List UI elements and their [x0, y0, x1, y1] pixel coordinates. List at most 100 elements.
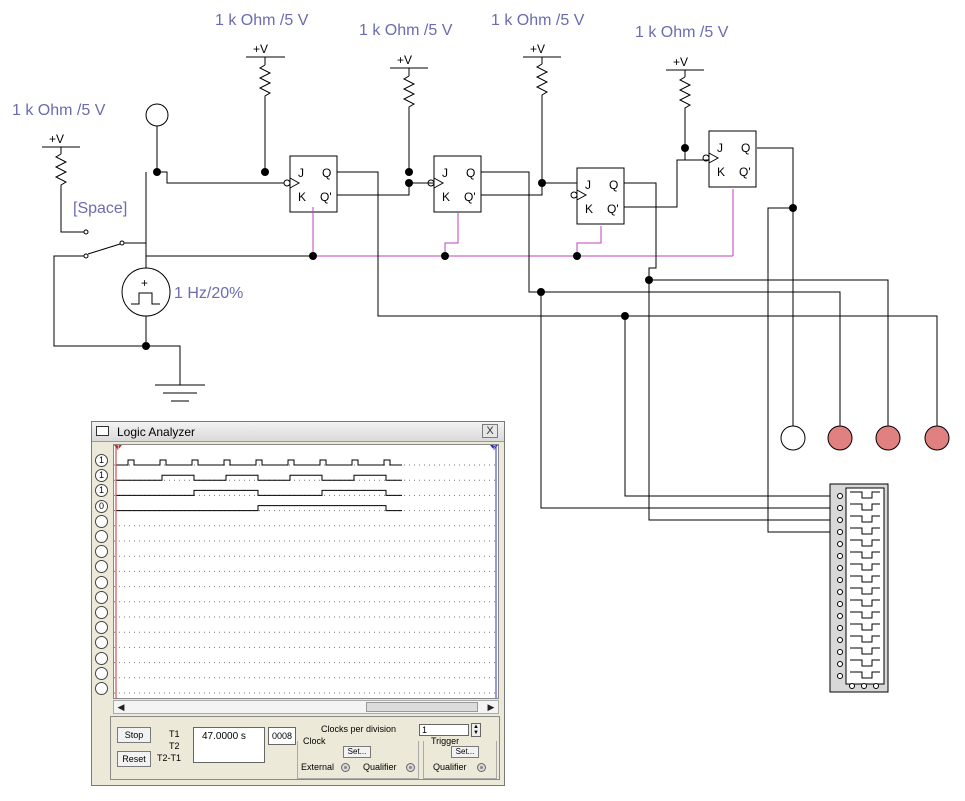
analyzer-input-pin[interactable]: [837, 505, 843, 511]
analyzer-input-pin[interactable]: [837, 529, 843, 535]
resistor-label: 1 k Ohm /5 V: [359, 22, 453, 39]
analyzer-input-pin[interactable]: [837, 553, 843, 559]
control-panel: Stop Reset T1 T2 T2-T1 47.0000 s 0008 Cl…: [110, 716, 500, 780]
trigger-group: [423, 741, 497, 779]
resistor-label: 1 k Ohm /5 V: [635, 24, 729, 41]
analyzer-clock-pin[interactable]: [861, 683, 867, 689]
waveform-glyph: [850, 671, 880, 679]
analyzer-clock-pin[interactable]: [873, 683, 879, 689]
probe-lamp-off: [780, 425, 806, 451]
waveform-glyph: [850, 623, 880, 631]
ff-pin-k: K: [585, 202, 593, 216]
analyzer-clock-pin[interactable]: [849, 683, 855, 689]
ff-pin-k: K: [717, 165, 725, 179]
vcc-label: +V: [253, 42, 268, 56]
channel-indicator: 0: [95, 499, 108, 513]
clocks-per-division-input[interactable]: 1: [419, 724, 469, 736]
clock-probe-lamp: [145, 103, 169, 127]
analyzer-input-pin[interactable]: [837, 601, 843, 607]
analyzer-input-pin[interactable]: [837, 649, 843, 655]
analyzer-input-pin[interactable]: [837, 613, 843, 619]
resistor-label: 1 k Ohm /5 V: [215, 12, 309, 29]
ff-pin-qbar: Q': [607, 202, 619, 216]
scroll-right-icon[interactable]: ▶: [487, 702, 495, 712]
clock-set-button[interactable]: Set...: [343, 746, 371, 758]
t2-t1-label: T2-T1: [157, 753, 182, 763]
clocks-per-division-label: Clocks per division: [321, 724, 397, 734]
analyzer-input-pin[interactable]: [837, 661, 843, 667]
spdt-switch[interactable]: [53, 229, 146, 347]
analyzer-input-pin[interactable]: [837, 625, 843, 631]
analyzer-input-pin[interactable]: [837, 673, 843, 679]
channel-waveform: [116, 489, 402, 496]
channel-indicator: [95, 575, 108, 589]
close-button[interactable]: X: [482, 424, 498, 438]
channel-indicator: [95, 651, 108, 665]
analyzer-input-pin[interactable]: [837, 541, 843, 547]
title-bar[interactable]: Logic Analyzer X: [92, 422, 504, 442]
trigger-set-button[interactable]: Set...: [451, 746, 479, 758]
reset-button[interactable]: Reset: [117, 751, 151, 767]
cursor-2-marker[interactable]: [490, 445, 498, 450]
waveform-glyph: [850, 587, 880, 595]
ff-pin-qbar: Q': [464, 190, 476, 204]
time-value: 47.0000 s: [202, 731, 246, 742]
analyzer-input-pin[interactable]: [837, 589, 843, 595]
horizontal-scrollbar[interactable]: ◀ ▶: [113, 700, 499, 714]
analyzer-input-pin[interactable]: [837, 565, 843, 571]
clock-source[interactable]: [121, 267, 171, 317]
logic-analyzer-instrument[interactable]: [829, 483, 889, 693]
waveform-display[interactable]: 1 2: [113, 444, 499, 699]
analyzer-input-pin[interactable]: [837, 493, 843, 499]
channel-indicator: [95, 621, 108, 635]
channel-indicator: [95, 682, 108, 695]
jk-flip-flop[interactable]: JK Q Q': [283, 155, 338, 213]
channel-indicator: [95, 666, 108, 680]
ff-pin-k: K: [298, 190, 306, 204]
ff-pin-qbar: Q': [739, 165, 751, 179]
vcc-label: +V: [673, 55, 688, 69]
channel-indicator: [95, 514, 108, 528]
channel-indicator: 1: [95, 484, 108, 498]
scroll-left-icon[interactable]: ◀: [117, 702, 125, 712]
t2-label: T2: [169, 741, 180, 751]
cursor-1-marker[interactable]: [114, 445, 122, 450]
external-radio[interactable]: [341, 763, 350, 772]
ff-pin-q: Q: [741, 141, 750, 155]
channel-indicator: 1: [95, 469, 108, 483]
channel-indicator: [95, 560, 108, 574]
scroll-thumb[interactable]: [366, 702, 478, 712]
qualifier-label: Qualifier: [363, 762, 397, 772]
ff-pin-qbar: Q': [320, 190, 332, 204]
spinner-icon[interactable]: ▲▼: [471, 723, 481, 737]
channel-indicator: 1: [95, 454, 108, 467]
t1-label: T1: [169, 729, 180, 739]
channel-waveform: [116, 505, 402, 512]
time-readout: 47.0000 s: [193, 727, 265, 763]
ff-pin-j: J: [442, 166, 448, 180]
ff-pin-q: Q: [322, 166, 331, 180]
analyzer-input-pin[interactable]: [837, 637, 843, 643]
vcc-label: +V: [397, 53, 412, 67]
waveform-glyph: [850, 551, 880, 559]
stop-button[interactable]: Stop: [117, 727, 151, 743]
window-icon: [96, 426, 109, 436]
window-title: Logic Analyzer: [117, 425, 196, 439]
clock-qualifier-radio[interactable]: [406, 763, 415, 772]
ff-pin-j: J: [298, 166, 304, 180]
vcc-label: +V: [530, 42, 545, 56]
trigger-qualifier-radio[interactable]: [477, 763, 486, 772]
waveform-glyph: [850, 515, 880, 523]
waveform-glyph: [850, 635, 880, 643]
analyzer-input-pin[interactable]: [837, 577, 843, 583]
switch-label: [Space]: [73, 200, 127, 217]
waveform-glyph: [850, 647, 880, 655]
analyzer-input-pin[interactable]: [837, 517, 843, 523]
waveform-glyph: [850, 563, 880, 571]
external-label: External: [301, 762, 335, 772]
